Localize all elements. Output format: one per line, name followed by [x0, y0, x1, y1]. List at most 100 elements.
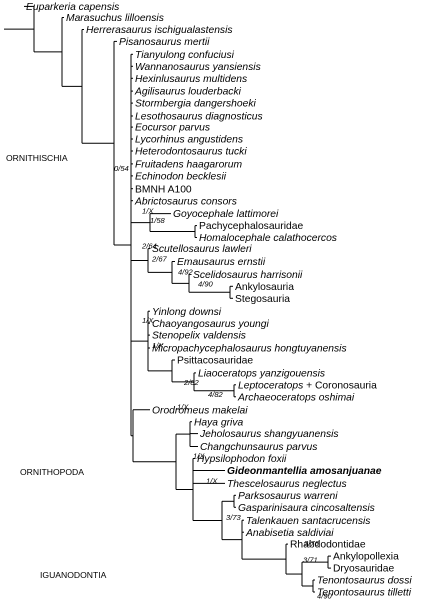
- support-value: 2/64: [141, 242, 157, 251]
- taxon-label: Talenkauen santacrucensis: [246, 516, 370, 527]
- taxon-name-part: Lesothosaurus diagnosticus: [135, 112, 263, 123]
- taxon-name-part: Haya griva: [194, 417, 243, 428]
- taxon-label: Rhabdodontidae: [290, 540, 366, 551]
- taxon-name-part: Rhabdodontidae: [290, 540, 366, 551]
- taxon-name-part: Yinlong downsi: [152, 307, 222, 318]
- support-value: 4/90: [198, 279, 214, 288]
- taxon-name-part: Pachycephalosauridae: [199, 221, 303, 232]
- support-value: 3/73: [226, 513, 242, 522]
- taxon-label: BMNH A100: [135, 184, 192, 195]
- support-value: 4/82: [208, 390, 224, 399]
- taxon-label: Goyocephale lattimorei: [173, 209, 279, 220]
- taxon-name-part: Anabisetia saldiviai: [245, 528, 334, 539]
- support-value: 1/58: [150, 216, 166, 225]
- taxon-label: Jeholosaurus shangyuanensis: [199, 429, 339, 440]
- taxon-name-part: + Coronosauria: [303, 380, 377, 391]
- taxon-label: Tianyulong confuciusi: [135, 50, 235, 61]
- taxon-label: Parksosaurus warreni: [238, 491, 338, 502]
- taxon-name-part: Dryosauridae: [333, 564, 395, 575]
- taxon-label: Stormbergia dangershoeki: [135, 99, 256, 110]
- support-value: 1/X: [177, 403, 189, 412]
- taxon-label: Archaeoceratops oshimai: [237, 392, 355, 403]
- taxon-name-part: Lycorhinus angustidens: [135, 135, 243, 146]
- taxon-name-part: Hypsilophodon foxii: [197, 454, 287, 465]
- taxon-name-part: Stormbergia dangershoeki: [135, 99, 256, 110]
- taxon-name-part: Tenontosaurus dossi: [317, 576, 412, 587]
- taxon-name-part: Tianyulong confuciusi: [135, 50, 235, 61]
- taxon-label: Abrictosaurus consors: [134, 196, 237, 207]
- taxon-name-part: Homalocephale calathocercos: [199, 233, 337, 244]
- tree-branches: [4, 5, 331, 593]
- taxon-name-part: Heterodontosaurus tucki: [135, 147, 247, 158]
- taxon-name-part: Agilisaurus louderbacki: [134, 87, 242, 98]
- taxon-name-part: Micropachycephalosaurus hongtuyanensis: [152, 344, 347, 355]
- support-value: 1/X: [152, 341, 164, 350]
- taxon-name-part: Jeholosaurus shangyuanensis: [199, 429, 339, 440]
- taxon-name-part: Gasparinisaura cincosaltensis: [238, 503, 375, 514]
- taxon-label: Marasuchus lilloensis: [66, 13, 164, 24]
- support-value: 2/67: [151, 255, 168, 264]
- taxon-name-part: Chaoyangosaurus youngi: [152, 319, 269, 330]
- support-value: 4/92: [178, 267, 194, 276]
- clade-label: ORNITHISCHIA: [6, 153, 68, 163]
- taxon-name-part: Leptoceratops: [238, 380, 303, 391]
- taxon-label: Thescelosaurus neglectus: [227, 479, 347, 490]
- support-value: 3/71: [303, 556, 318, 565]
- taxon-name-part: Scelidosaurus harrisonii: [193, 270, 303, 281]
- taxon-label: Pachycephalosauridae: [199, 221, 303, 232]
- taxon-label: Stenopelix valdensis: [152, 331, 246, 342]
- taxon-name-part: Orodromeus makelai: [152, 405, 248, 416]
- support-value: 2/82: [183, 378, 200, 387]
- taxon-label: Psittacosauridae: [177, 356, 253, 367]
- taxon-name-part: Pisanosaurus mertii: [119, 37, 210, 48]
- support-value: 1/X: [142, 207, 154, 216]
- taxon-name-part: Archaeoceratops oshimai: [237, 392, 355, 403]
- taxon-label: Heterodontosaurus tucki: [135, 147, 247, 158]
- taxon-name-part: Ankylopollexia: [333, 552, 399, 563]
- taxon-label: Gideonmantellia amosanjuanae: [227, 466, 382, 477]
- taxon-name-part: Parksosaurus warreni: [238, 491, 338, 502]
- clade-label: IGUANODONTIA: [40, 570, 107, 580]
- taxon-name-part: Gideonmantellia amosanjuanae: [227, 466, 382, 477]
- taxon-label: Lesothosaurus diagnosticus: [135, 112, 263, 123]
- taxon-label: Orodromeus makelai: [152, 405, 248, 416]
- taxon-name-part: Liaoceratops yanzigouensis: [198, 369, 325, 380]
- taxon-label: Homalocephale calathocercos: [199, 233, 337, 244]
- taxon-name-part: Ankylosauria: [235, 282, 294, 293]
- taxon-label: Emausaurus ernstii: [177, 257, 266, 268]
- taxon-name-part: Wannanosaurus yansiensis: [135, 62, 261, 73]
- taxon-label: Herrerasaurus ischigualastensis: [86, 25, 233, 36]
- taxon-label: Euparkeria capensis: [26, 2, 119, 13]
- taxon-name-part: Herrerasaurus ischigualastensis: [86, 25, 233, 36]
- taxon-label: Ankylosauria: [235, 282, 294, 293]
- support-value: 3/76: [304, 539, 320, 548]
- taxon-name-part: Marasuchus lilloensis: [66, 13, 164, 24]
- taxon-name-part: Stegosauria: [235, 294, 290, 305]
- taxon-label: Leptoceratops + Coronosauria: [238, 380, 377, 391]
- taxon-name-part: Euparkeria capensis: [26, 2, 119, 13]
- taxon-name-part: BMNH A100: [135, 184, 192, 195]
- taxon-name-part: Eocursor parvus: [135, 123, 210, 134]
- taxon-name-part: Abrictosaurus consors: [134, 196, 237, 207]
- taxon-name-part: Hexinlusaurus multidens: [135, 74, 247, 85]
- taxon-label: Tenontosaurus dossi: [317, 576, 412, 587]
- support-value: 0/54: [114, 164, 129, 173]
- taxon-name-part: Changchunsaurus parvus: [200, 442, 317, 453]
- taxon-label: Hypsilophodon foxii: [197, 454, 287, 465]
- taxon-name-part: Goyocephale lattimorei: [173, 209, 279, 220]
- taxon-name-part: Talenkauen santacrucensis: [246, 516, 370, 527]
- taxon-label: Stegosauria: [235, 294, 290, 305]
- taxon-label: Micropachycephalosaurus hongtuyanensis: [152, 344, 347, 355]
- support-value: 1/X: [193, 452, 205, 461]
- taxon-label: Hexinlusaurus multidens: [135, 74, 247, 85]
- taxon-name-part: Scutellosaurus lawleri: [152, 244, 252, 255]
- taxon-label: Fruitadens haagarorum: [135, 160, 242, 171]
- taxon-name-part: Thescelosaurus neglectus: [227, 479, 347, 490]
- taxon-label: Tenontosaurus tilletti: [317, 588, 412, 599]
- taxon-label: Haya griva: [194, 417, 243, 428]
- taxon-label: Pisanosaurus mertii: [119, 37, 210, 48]
- taxon-label: Lycorhinus angustidens: [135, 135, 243, 146]
